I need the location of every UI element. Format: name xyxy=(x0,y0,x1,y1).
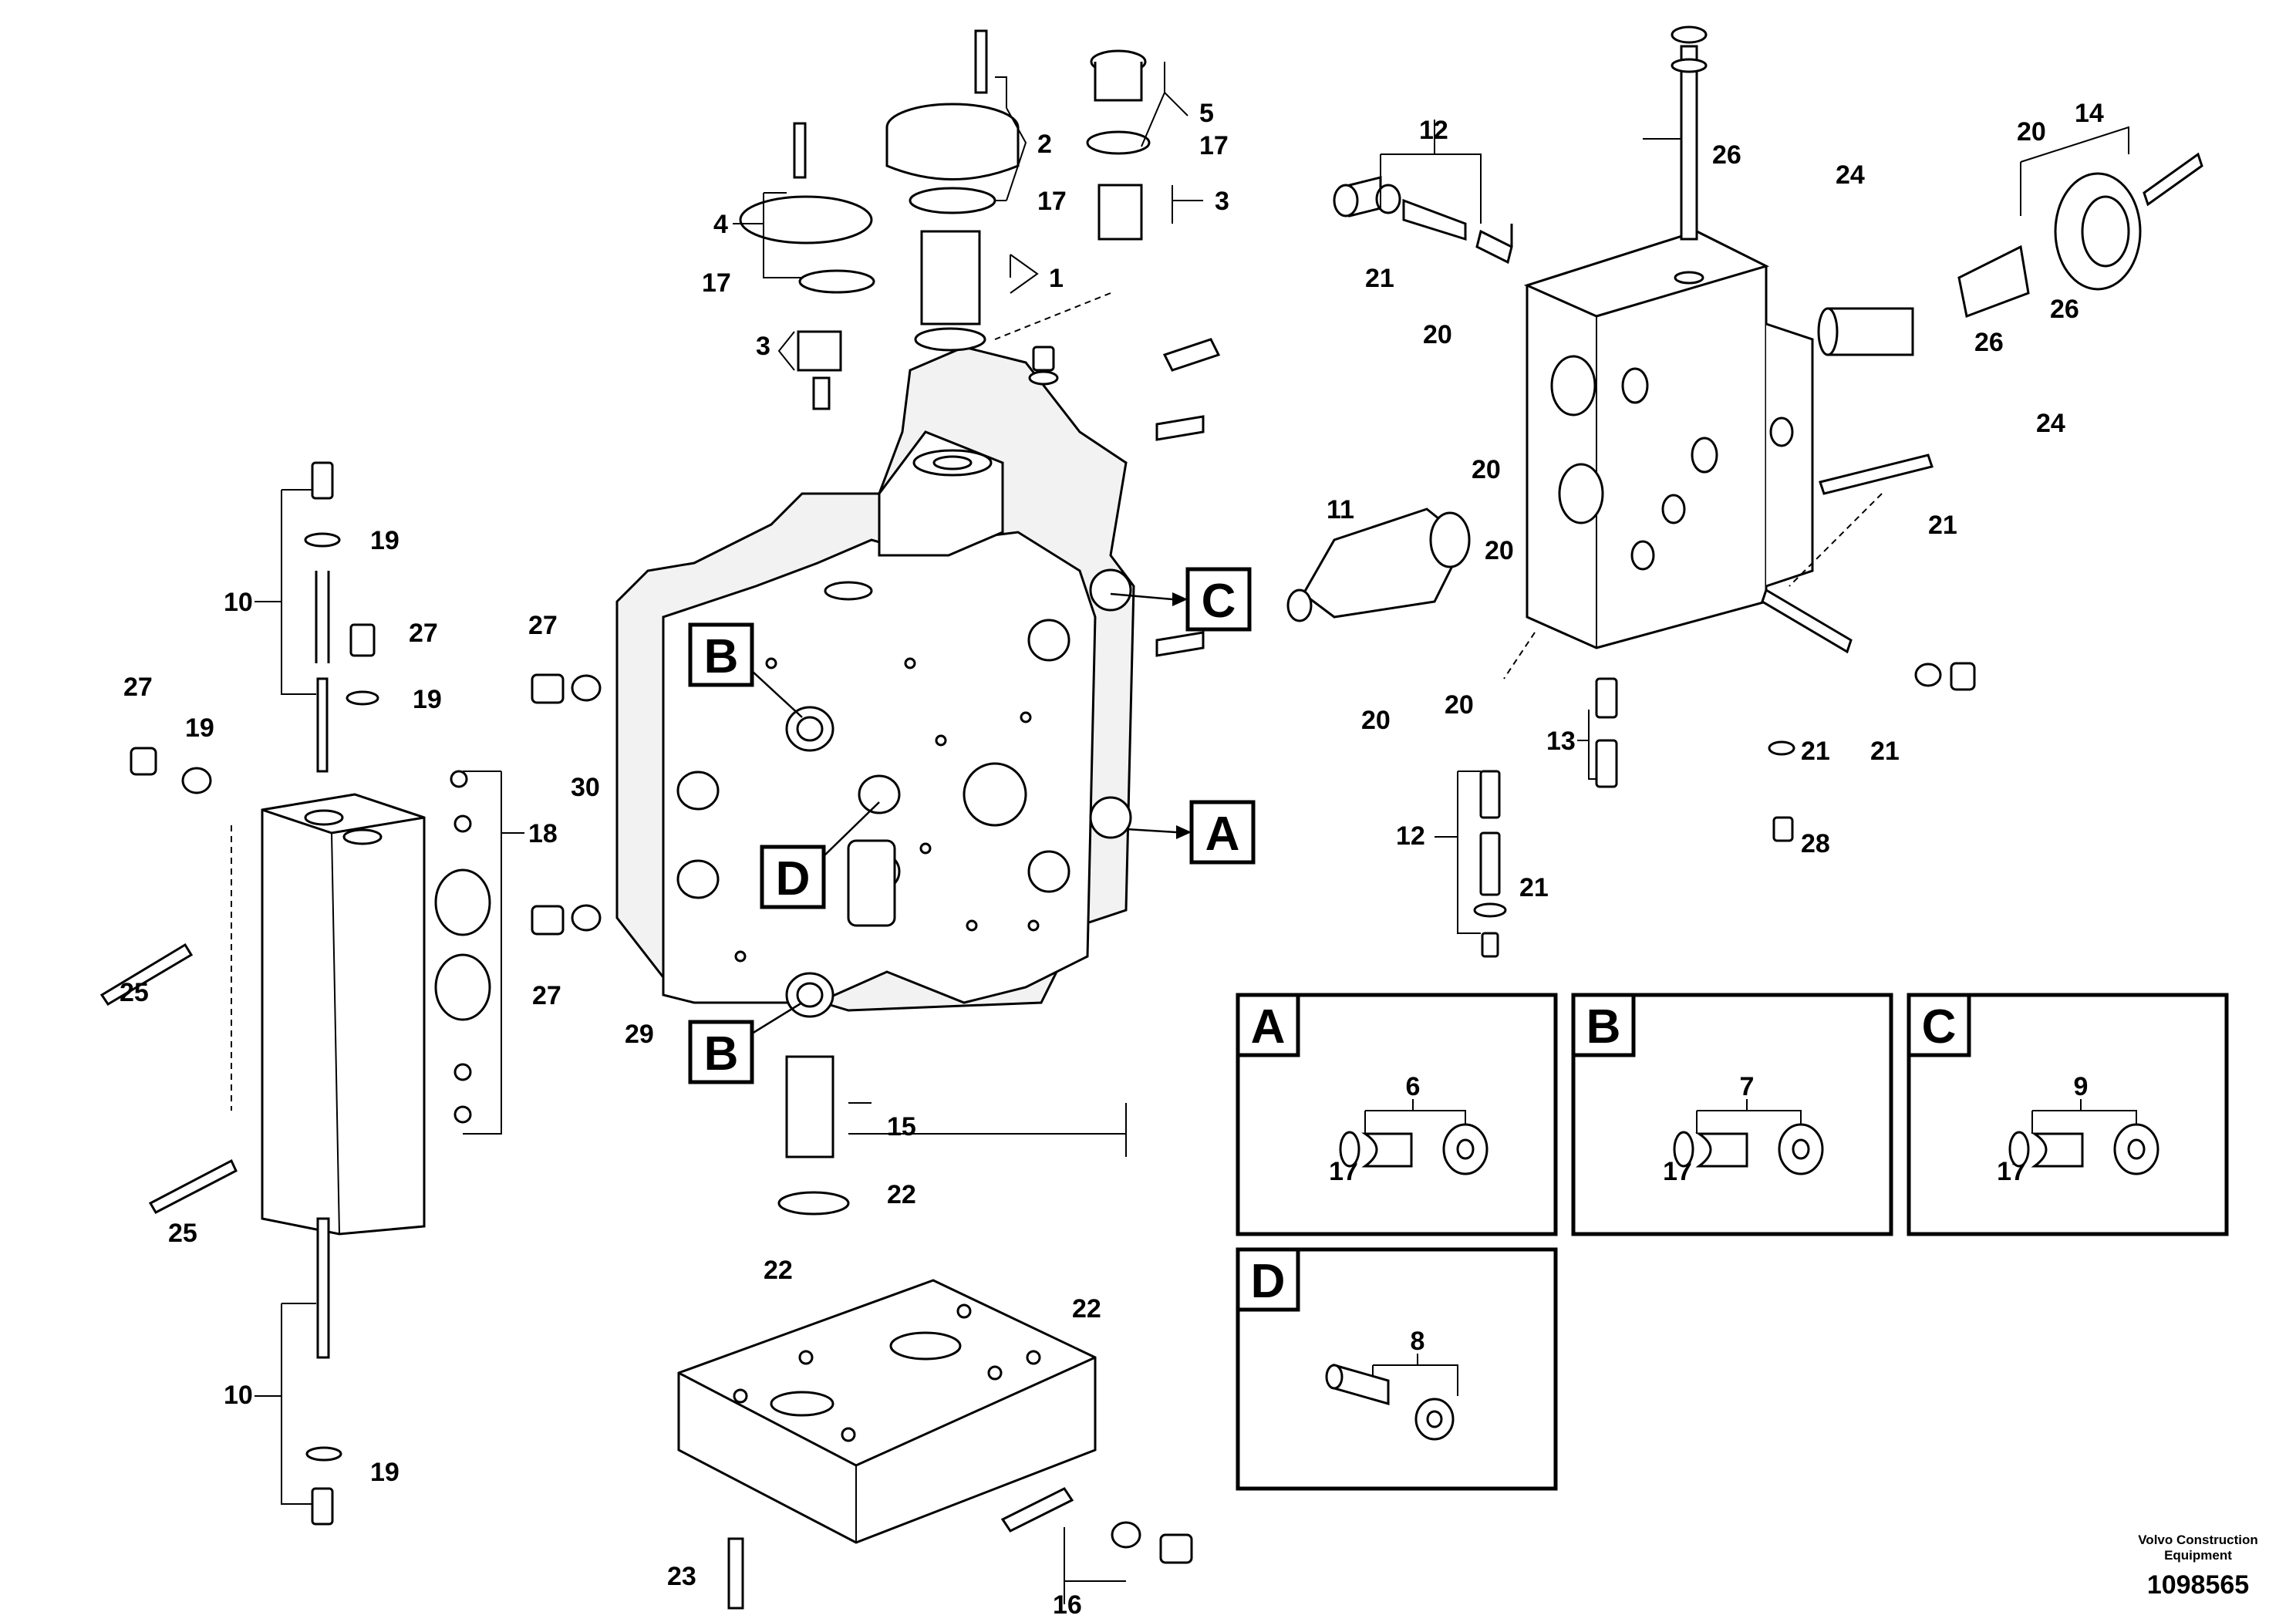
label-part-17b: 17 xyxy=(1199,131,1229,160)
label-part-19c: 19 xyxy=(185,713,214,743)
label-part-17c: 17 xyxy=(702,268,731,298)
footer: Volvo Construction Equipment 1098565 xyxy=(2138,1533,2258,1600)
callout-c-letter: C xyxy=(1202,575,1236,628)
label-part-21b: 21 xyxy=(1519,873,1549,902)
main-valve-body xyxy=(615,346,1135,1018)
right-valve-block xyxy=(1286,25,2203,958)
label-part-20d: 20 xyxy=(1361,706,1391,735)
label-part-4: 4 xyxy=(713,210,728,239)
detail-panel-d: D 8 xyxy=(1236,1247,1558,1491)
label-part-21c: 21 xyxy=(1801,737,1830,766)
label-part-1: 1 xyxy=(1049,264,1064,293)
label-part-19a: 19 xyxy=(370,526,400,555)
label-part-12b: 12 xyxy=(1396,821,1425,851)
label-part-10a: 10 xyxy=(224,588,253,617)
label-part-25a: 25 xyxy=(120,978,149,1007)
label-part-21d: 21 xyxy=(1870,737,1900,766)
label-part-20c: 20 xyxy=(1485,536,1514,565)
label-part-20a: 20 xyxy=(1423,320,1452,349)
part-labels: 1 2 17 5 17 3 4 17 3 19 10 27 19 27 19 1… xyxy=(120,99,2104,1620)
detail-d-letter: D xyxy=(1251,1255,1286,1308)
label-part-26b: 26 xyxy=(1974,328,2004,357)
label-part-20b: 20 xyxy=(1472,455,1501,484)
label-part-12a: 12 xyxy=(1419,116,1448,145)
label-part-22b: 22 xyxy=(764,1256,793,1285)
label-part-3a: 3 xyxy=(1215,187,1229,216)
detail-b-part-label: 7 xyxy=(1740,1072,1755,1101)
callout-a-letter: A xyxy=(1205,808,1240,861)
label-part-21a: 21 xyxy=(1365,264,1394,293)
label-part-27d: 27 xyxy=(532,981,561,1010)
detail-a-letter: A xyxy=(1251,1000,1286,1054)
left-valve-block xyxy=(99,461,491,1526)
label-part-29: 29 xyxy=(625,1020,654,1049)
callout-d-letter: D xyxy=(776,852,811,905)
label-part-24a: 24 xyxy=(1836,160,1865,190)
label-part-26a: 26 xyxy=(1712,140,1741,170)
detail-panel-b: B 7 17 xyxy=(1571,993,1893,1236)
label-part-28: 28 xyxy=(1801,829,1830,858)
label-part-24b: 24 xyxy=(2036,409,2065,438)
label-part-14: 14 xyxy=(2075,99,2104,128)
label-part-16: 16 xyxy=(1053,1590,1082,1620)
detail-panel-a: A 6 17 xyxy=(1236,993,1558,1236)
footer-company-line1: Volvo Construction xyxy=(2138,1533,2258,1547)
label-part-23: 23 xyxy=(667,1562,696,1591)
label-part-26c: 26 xyxy=(2050,295,2079,324)
label-part-27a: 27 xyxy=(409,619,438,648)
label-part-19d: 19 xyxy=(370,1458,400,1487)
footer-company-line2: Equipment xyxy=(2164,1548,2232,1563)
callout-c-arrow xyxy=(1172,592,1188,606)
bottom-plate xyxy=(677,1055,1193,1610)
label-part-18: 18 xyxy=(528,819,558,848)
label-part-13: 13 xyxy=(1546,727,1576,756)
callout-b-upper-letter: B xyxy=(704,630,739,683)
callout-b-lower-tag xyxy=(688,1020,754,1084)
label-part-11: 11 xyxy=(1327,495,1354,524)
detail-a-part-label: 6 xyxy=(1406,1072,1421,1101)
label-part-30: 30 xyxy=(571,773,600,802)
label-part-15: 15 xyxy=(887,1112,916,1141)
label-part-27b: 27 xyxy=(123,673,153,702)
leader-lines xyxy=(255,62,2129,1604)
footer-drawing-number: 1098565 xyxy=(2147,1570,2249,1600)
label-part-27c: 27 xyxy=(528,611,558,640)
top-valve-parts xyxy=(531,29,1513,936)
label-part-10b: 10 xyxy=(224,1381,253,1410)
label-part-20f: 20 xyxy=(2017,117,2046,147)
callout-c-tag xyxy=(1185,567,1252,632)
callout-a-arrow xyxy=(1176,825,1192,839)
callout-b-lower-letter: B xyxy=(704,1027,739,1081)
label-part-5: 5 xyxy=(1199,99,1214,128)
detail-c-letter: C xyxy=(1922,1000,1957,1054)
label-part-25b: 25 xyxy=(168,1219,197,1248)
label-part-19b: 19 xyxy=(413,685,442,714)
label-part-20e: 20 xyxy=(1445,690,1474,720)
callout-d-tag xyxy=(760,845,826,909)
detail-c-part-label: 9 xyxy=(2074,1072,2089,1101)
label-part-17a: 17 xyxy=(1037,187,1067,216)
label-part-21e: 21 xyxy=(1928,511,1957,540)
label-part-2: 2 xyxy=(1037,130,1052,159)
callout-a-tag xyxy=(1189,800,1256,865)
label-part-22a: 22 xyxy=(887,1180,916,1209)
detail-panel-c: C 9 17 xyxy=(1907,993,2229,1236)
detail-d-part-label: 8 xyxy=(1411,1327,1425,1356)
callout-b-upper-tag xyxy=(688,622,754,687)
label-part-22c: 22 xyxy=(1072,1294,1101,1324)
label-part-3b: 3 xyxy=(756,332,770,361)
detail-b-letter: B xyxy=(1586,1000,1621,1054)
callout-tags: C A B D B xyxy=(688,567,1256,1084)
